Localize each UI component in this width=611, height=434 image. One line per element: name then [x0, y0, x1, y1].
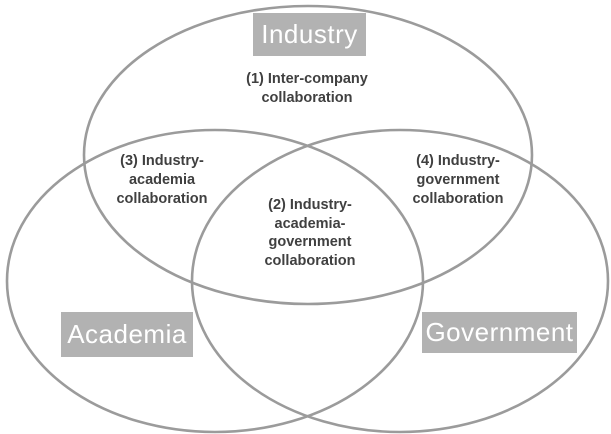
government-label-box: Government [422, 312, 577, 353]
industry-label: Industry [261, 19, 358, 49]
academia-label: Academia [67, 319, 187, 349]
government-ellipse [190, 128, 610, 434]
region-inter-company: (1) Inter-company collaboration [246, 71, 368, 106]
industry-ellipse [82, 4, 534, 306]
region-industry-government: (4) Industry- government collaboration [412, 153, 504, 207]
government-label: Government [425, 317, 574, 347]
region-industry-academia-government: (2) Industry- academia- government colla… [264, 197, 356, 269]
academia-label-box: Academia [61, 312, 193, 357]
academia-ellipse [5, 128, 425, 434]
industry-label-box: Industry [253, 13, 366, 56]
region-industry-academia: (3) Industry- academia collaboration [116, 153, 208, 207]
